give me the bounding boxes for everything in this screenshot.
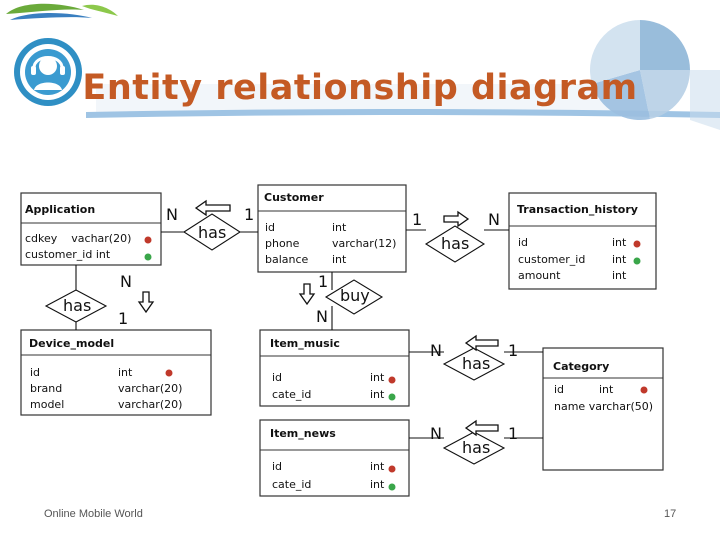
rel-customer-music-label: buy — [340, 286, 370, 305]
cardinality-news-category-right: 1 — [508, 424, 519, 443]
customer-field-type: int — [332, 253, 347, 266]
customer-entity-box — [257, 184, 407, 273]
page-title: Entity relationship diagram — [82, 68, 638, 108]
application-entity-box — [20, 192, 162, 266]
rel-news-category-diamond — [442, 431, 506, 465]
rel-news-category-label: has — [462, 438, 491, 457]
customer-field-type: varchar(12) — [332, 237, 397, 250]
rel-customer-transaction-label: has — [441, 234, 470, 253]
transaction-field-name: customer_id — [518, 253, 586, 266]
device-field-name: model — [30, 398, 65, 411]
transaction-field-type: int — [612, 269, 627, 282]
news-field-name: id — [272, 460, 283, 473]
transaction-field-type: int — [612, 236, 627, 249]
device-field-name: id — [30, 366, 41, 379]
cardinality-app-customer-left: N — [166, 205, 178, 224]
device-field-name: brand — [30, 382, 63, 395]
item-music-entity-box — [259, 329, 410, 407]
customer-field-name: id — [265, 221, 276, 234]
rel-customer-transaction-diamond — [424, 225, 486, 263]
cardinality-customer-music-bottom: N — [316, 307, 328, 326]
customer-field-type: int — [332, 221, 347, 234]
news-field-type: int — [370, 478, 385, 491]
transaction-history-entity-box — [508, 192, 657, 290]
device-model-entity-box — [20, 329, 212, 416]
rel-app-device-diamond — [44, 289, 108, 323]
transaction-history-entity-name: Transaction_history — [517, 203, 638, 216]
customer-entity-name: Customer — [264, 191, 324, 204]
music-field-name: cate_id — [272, 388, 312, 401]
cardinality-app-device-bottom: 1 — [118, 309, 129, 328]
customer-field-name: phone — [265, 237, 300, 250]
pie-chart-icon — [590, 20, 720, 130]
transaction-field-type: int — [612, 253, 627, 266]
cardinality-news-category-left: N — [430, 424, 442, 443]
item-news-entity-name: Item_news — [270, 427, 336, 440]
cardinality-music-category-right: 1 — [508, 341, 519, 360]
arrow-left-icon — [194, 199, 499, 437]
rel-app-customer-diamond — [182, 213, 242, 251]
transaction-field-name: amount — [518, 269, 561, 282]
rel-customer-music-diamond — [324, 279, 384, 315]
item-news-entity-box — [259, 419, 410, 497]
page-number: 17 — [664, 508, 677, 520]
cardinality-customer-transaction-right: N — [488, 210, 500, 229]
customer-field-name: balance — [265, 253, 309, 266]
category-entity-box — [542, 347, 664, 471]
cardinality-music-category-left: N — [430, 341, 442, 360]
cardinality-app-customer-right: 1 — [244, 205, 255, 224]
news-field-type: int — [370, 460, 385, 473]
application-field: cdkey vachar(20) — [25, 232, 132, 245]
key-dot-markers — [144, 236, 648, 491]
leaf-logo-icon — [6, 3, 118, 20]
arrow-right-icon — [443, 210, 470, 228]
rel-app-customer-label: has — [198, 223, 227, 242]
cardinality-customer-music-top: 1 — [318, 272, 329, 291]
news-field-name: cate_id — [272, 478, 312, 491]
music-field-name: id — [272, 371, 283, 384]
category-entity-name: Category — [553, 360, 610, 373]
device-field-type: int — [118, 366, 133, 379]
arrow-down-icon — [137, 283, 316, 314]
category-field: name varchar(50) — [554, 400, 654, 413]
device-field-type: varchar(20) — [118, 382, 183, 395]
cardinality-app-device-top: N — [120, 272, 132, 291]
transaction-field-name: id — [518, 236, 529, 249]
application-field: customer_id int — [25, 248, 111, 261]
item-music-entity-name: Item_music — [270, 337, 340, 350]
rel-music-category-label: has — [462, 354, 491, 373]
cardinality-customer-transaction-left: 1 — [412, 210, 423, 229]
header-decoration — [0, 3, 720, 140]
music-field-type: int — [370, 388, 385, 401]
footer-text: Online Mobile World — [44, 508, 143, 520]
category-field: id int — [554, 383, 614, 396]
rel-music-category-diamond — [442, 347, 506, 381]
application-entity-name: Application — [25, 203, 96, 216]
device-model-entity-name: Device_model — [29, 337, 115, 350]
device-field-type: varchar(20) — [118, 398, 183, 411]
music-field-type: int — [370, 371, 385, 384]
rel-app-device-label: has — [63, 296, 92, 315]
support-agent-icon — [14, 38, 82, 106]
